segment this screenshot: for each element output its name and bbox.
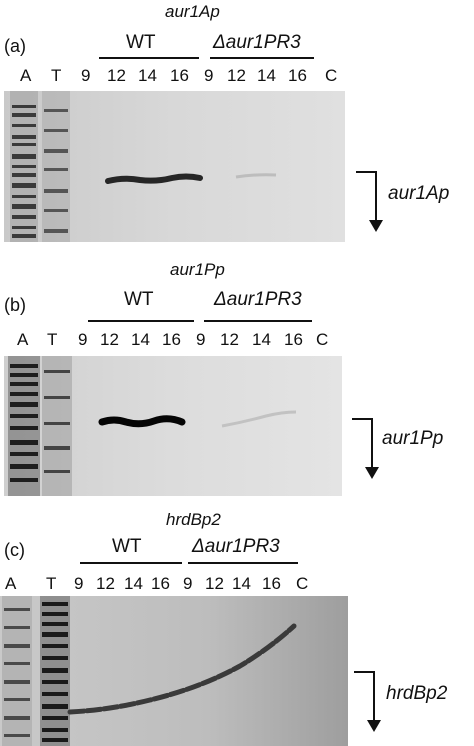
transcription-start-arrow xyxy=(356,171,383,232)
group-underline-mutant xyxy=(210,57,314,59)
sequencing-ladder-t xyxy=(40,596,70,746)
lane-label: T xyxy=(46,574,57,593)
lane-label: C xyxy=(325,66,338,85)
lane-label: 12 xyxy=(220,330,239,349)
lane-label: 9 xyxy=(196,330,206,349)
lane-label: 9 xyxy=(183,574,193,593)
transcription-start-arrow xyxy=(352,418,379,479)
group-label-wt: WT xyxy=(124,289,154,310)
gene-title: hrdBp2 xyxy=(166,510,221,529)
lane-label: 14 xyxy=(257,66,276,85)
lane-label: 14 xyxy=(252,330,271,349)
transcript-band-wt xyxy=(105,173,203,184)
transcript-band-wt xyxy=(98,415,186,428)
group-underline-wt xyxy=(88,320,194,322)
transcription-start-arrow xyxy=(354,671,381,732)
arrow-label: aur1Ap xyxy=(388,183,450,204)
lane-label: 12 xyxy=(107,66,126,85)
lane-label: 9 xyxy=(204,66,214,85)
sequencing-ladder-t xyxy=(42,356,72,496)
lane-label: 12 xyxy=(100,330,119,349)
lane-label: 14 xyxy=(131,330,150,349)
gene-title: aur1Ap xyxy=(165,2,220,21)
lane-label: A xyxy=(20,66,32,85)
gene-title: aur1Pp xyxy=(170,260,225,279)
group-underline-wt xyxy=(80,562,182,564)
lane-label: A xyxy=(5,574,17,593)
gel-image-c xyxy=(0,596,348,746)
lane-label: 16 xyxy=(288,66,307,85)
sequencing-ladder-a xyxy=(2,596,32,746)
sequencing-ladder-t xyxy=(42,91,70,242)
panel-label: (a) xyxy=(4,36,26,56)
lane-label: A xyxy=(17,330,29,349)
group-underline-mutant xyxy=(188,562,298,564)
group-label-wt: WT xyxy=(112,536,142,557)
lane-label: 12 xyxy=(96,574,115,593)
lane-label: 14 xyxy=(124,574,143,593)
group-label-mutant: Δaur1PR3 xyxy=(214,289,302,310)
transcript-band-mutant xyxy=(235,173,277,179)
transcript-band-diagonal xyxy=(67,623,297,715)
lane-label: C xyxy=(296,574,309,593)
gel-image-a xyxy=(4,91,345,242)
lane-label: 16 xyxy=(162,330,181,349)
lane-label: 9 xyxy=(74,574,84,593)
lane-label: 16 xyxy=(151,574,170,593)
group-label-mutant: Δaur1PR3 xyxy=(192,536,280,557)
lane-label: T xyxy=(51,66,62,85)
panel-label: (b) xyxy=(4,295,26,315)
group-underline-wt xyxy=(99,57,199,59)
lane-label: 16 xyxy=(284,330,303,349)
group-label-mutant: Δaur1PR3 xyxy=(213,32,301,53)
lane-label: 14 xyxy=(138,66,157,85)
sequencing-ladder-a xyxy=(10,91,38,242)
sequencing-ladder-a xyxy=(8,356,40,496)
lane-label: 9 xyxy=(81,66,91,85)
lane-label: 12 xyxy=(227,66,246,85)
lane-label: 14 xyxy=(232,574,251,593)
arrow-label: hrdBp2 xyxy=(386,683,448,704)
group-underline-mutant xyxy=(204,320,312,322)
lane-label: 16 xyxy=(262,574,281,593)
gel-image-b xyxy=(4,356,342,496)
transcript-band-mutant xyxy=(221,410,297,428)
lane-label: C xyxy=(316,330,329,349)
lane-label: 9 xyxy=(78,330,88,349)
arrow-label: aur1Pp xyxy=(382,428,444,449)
lane-label: 12 xyxy=(205,574,224,593)
lane-label: 16 xyxy=(170,66,189,85)
group-label-wt: WT xyxy=(126,32,156,53)
panel-label: (c) xyxy=(4,540,25,560)
lane-label: T xyxy=(47,330,58,349)
